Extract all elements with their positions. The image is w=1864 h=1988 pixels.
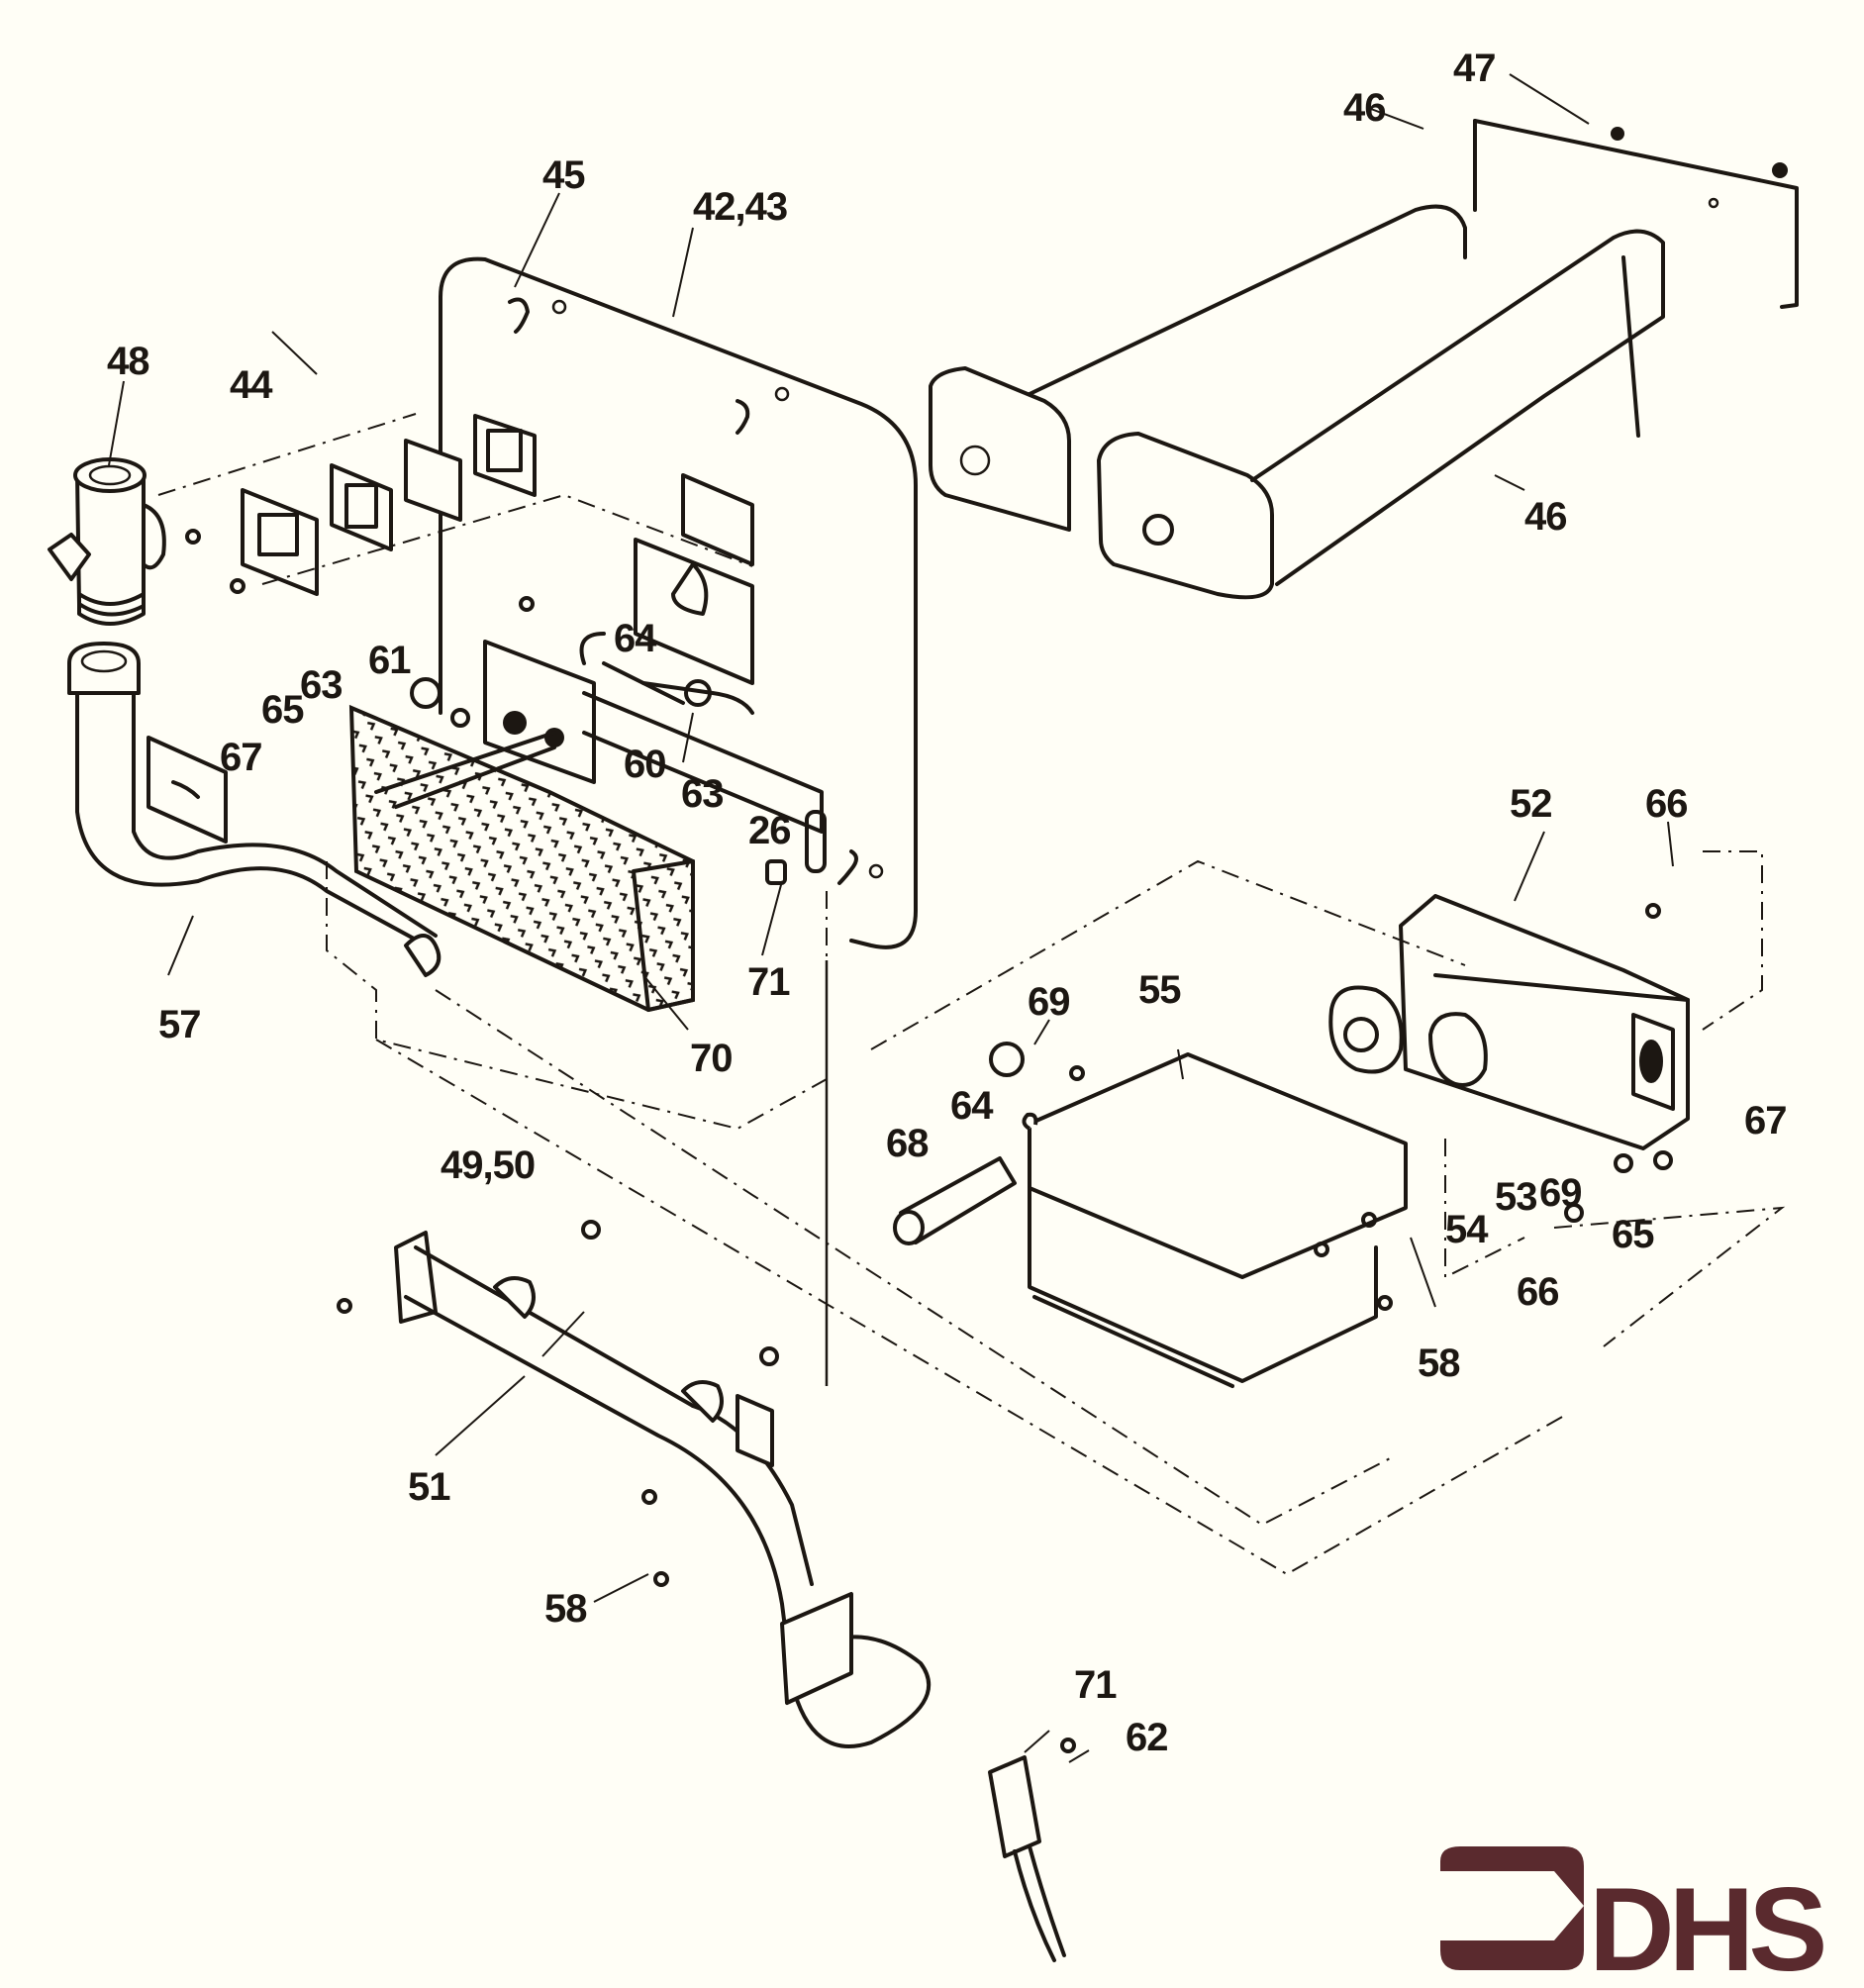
gas-manifold-pipe xyxy=(394,1231,932,1748)
label-65-lower: 66 xyxy=(1517,1270,1559,1314)
label-63-lower: 64 xyxy=(950,1084,994,1128)
label-70: 70 xyxy=(690,1037,733,1080)
burner xyxy=(348,704,695,1013)
label-64-right: 65 xyxy=(1612,1213,1654,1256)
label-54: 54 xyxy=(1445,1208,1489,1251)
label-60-lower: 62 xyxy=(1126,1716,1168,1759)
label-60-upper: 61 xyxy=(368,639,411,682)
fasteners xyxy=(185,529,1673,1753)
water-valve xyxy=(48,457,166,626)
label-65-upper: 66 xyxy=(1645,782,1688,826)
label-63-upper: 64 xyxy=(614,617,657,660)
label-68: 69 xyxy=(1539,1171,1582,1215)
label-42-43: 42,43 xyxy=(693,185,787,229)
label-47: 46 xyxy=(1343,86,1386,130)
panel-clip-icon xyxy=(508,297,530,334)
back-panel xyxy=(439,256,918,1386)
label-61: 63 xyxy=(300,663,343,707)
igniter xyxy=(893,1042,1025,1245)
label-64-left: 65 xyxy=(261,688,304,732)
label-57: 55 xyxy=(1138,968,1181,1012)
assembly-lines xyxy=(157,413,1786,1576)
label-62: 63 xyxy=(681,772,724,816)
logo-text: DHS xyxy=(1589,1863,1823,1988)
label-56: 48 xyxy=(107,340,149,383)
label-67-lower: 68 xyxy=(886,1122,929,1165)
water-pipe xyxy=(67,642,441,977)
label-55: 57 xyxy=(158,1003,201,1046)
label-48: 47 xyxy=(1453,47,1496,90)
part-labels: 48 44 45 42,43 46 47 46 57 61 63 65 67 6… xyxy=(107,47,1788,1759)
gas-valve xyxy=(1328,894,1690,1150)
label-46: 46 xyxy=(1524,495,1567,539)
sensor-clip xyxy=(988,1755,1066,1962)
pilot-assembly xyxy=(374,632,754,809)
label-69: 71 xyxy=(1074,1663,1117,1707)
label-66-left: 67 xyxy=(220,736,262,779)
label-53: 53 xyxy=(1495,1175,1537,1219)
mounting-plate xyxy=(1473,119,1799,309)
brand-logo: DHS xyxy=(1440,1846,1829,1988)
label-58-lower: 58 xyxy=(544,1587,587,1631)
label-52: 52 xyxy=(1510,782,1552,826)
label-58-right: 58 xyxy=(1418,1342,1460,1385)
gasket-set xyxy=(241,414,537,596)
label-49-50: 49,50 xyxy=(441,1143,535,1187)
heat-exchanger xyxy=(929,204,1665,600)
control-box xyxy=(1022,1052,1408,1388)
leader-lines xyxy=(108,73,1674,1763)
label-26: 26 xyxy=(748,809,791,852)
label-51: 51 xyxy=(408,1465,450,1509)
label-67-upper: 69 xyxy=(1028,980,1070,1024)
label-66-right: 67 xyxy=(1744,1099,1787,1143)
label-45: 45 xyxy=(542,153,585,197)
arrow-into-bracket-icon xyxy=(1440,1846,1584,1970)
label-44: 44 xyxy=(230,363,273,407)
label-71: 71 xyxy=(747,960,790,1004)
label-59: 60 xyxy=(624,743,666,786)
